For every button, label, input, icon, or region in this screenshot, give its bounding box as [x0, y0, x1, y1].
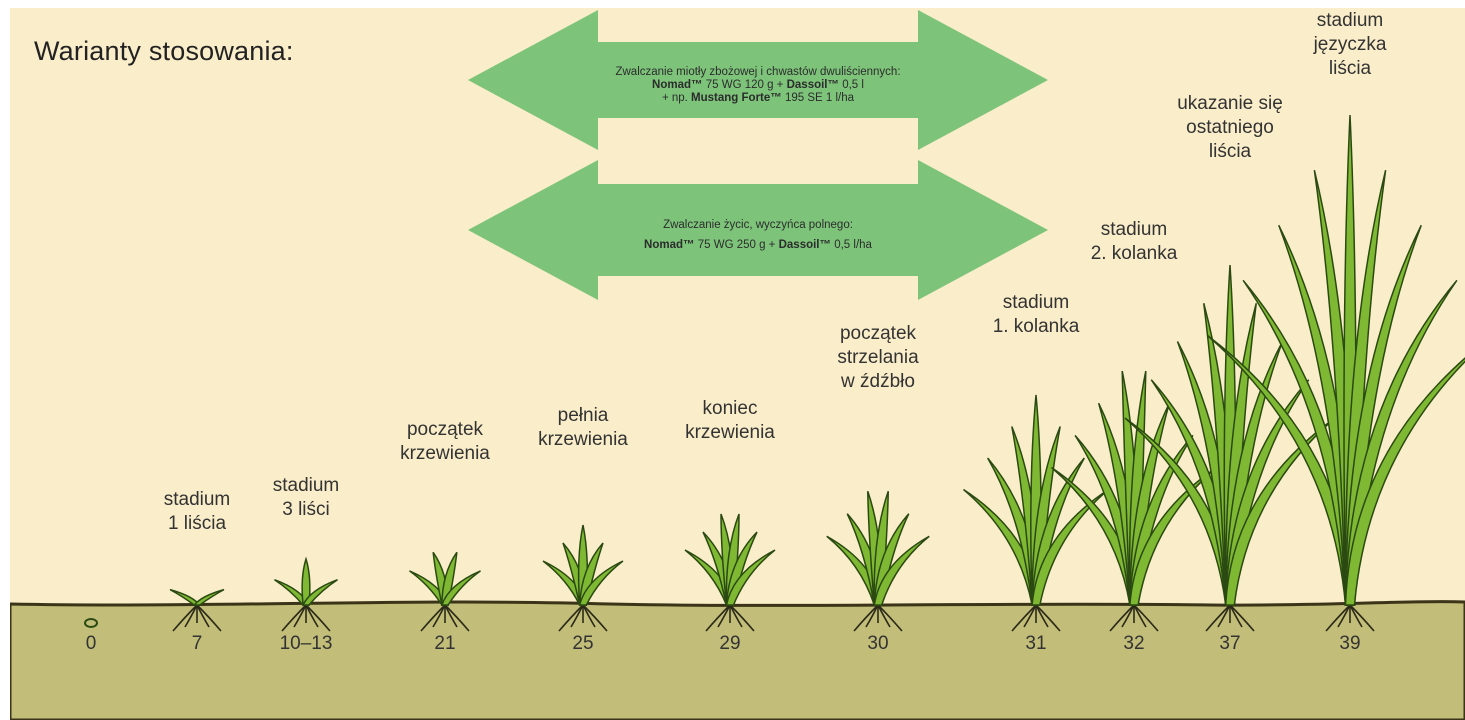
stage-label-line: 3 liści: [221, 498, 391, 522]
stage-code: 21: [405, 633, 485, 655]
stage-label-line: 2. kolanka: [1049, 242, 1219, 266]
stage-code: 0: [51, 633, 131, 655]
arrow-1-line-2: Nomad™ 75 WG 120 g + Dassoil™ 0,5 l: [558, 79, 958, 92]
stage-code: 10–13: [266, 633, 346, 655]
stage-code: 31: [996, 633, 1076, 655]
stage-label-line: liścia: [1265, 57, 1435, 81]
stage-label-line: liścia: [1145, 140, 1315, 164]
stage-label-line: stadium: [221, 474, 391, 498]
stage-code: 29: [690, 633, 770, 655]
stage-code: 30: [838, 633, 918, 655]
stage-label-line: koniec: [645, 397, 815, 421]
plant-icon: [964, 395, 1109, 631]
stage-code: 39: [1310, 633, 1390, 655]
stage-label-line: początek: [793, 322, 963, 346]
arrow-1-line-1: Zwalczanie miotły zbożowej i chwastów dw…: [558, 66, 958, 79]
page-title: Warianty stosowania:: [34, 36, 294, 67]
arrow-1-text: Zwalczanie miotły zbożowej i chwastów dw…: [558, 66, 958, 105]
plant-icon: [1208, 115, 1465, 631]
stage-label-line: pełnia: [498, 404, 668, 428]
stage-label-line: języczka: [1265, 33, 1435, 57]
stage-label-line: ostatniego: [1145, 116, 1315, 140]
stage-code: 25: [543, 633, 623, 655]
stage-label-line: 1. kolanka: [951, 315, 1121, 339]
application-arrow-2: Zwalczanie życic, wyczyńca polnego: Noma…: [468, 160, 1048, 300]
stage-label-line: krzewienia: [498, 428, 668, 452]
arrow-2-line-2: Nomad™ 75 WG 250 g + Dassoil™ 0,5 l/ha: [558, 235, 958, 255]
stage-code: 37: [1190, 633, 1270, 655]
stage-code: 7: [157, 633, 237, 655]
stage-label-line: ukazanie się: [1145, 92, 1315, 116]
stage-code: 32: [1094, 633, 1174, 655]
application-arrow-1: Zwalczanie miotły zbożowej i chwastów dw…: [468, 10, 1048, 150]
plant-icon: [1052, 371, 1217, 631]
arrow-2-line-1: Zwalczanie życic, wyczyńca polnego:: [558, 215, 958, 235]
stage-label-line: stadium: [1049, 218, 1219, 242]
stage-label-line: krzewienia: [645, 421, 815, 445]
growth-stage-diagram: Warianty stosowania: Zwalczanie miotły z…: [10, 8, 1465, 720]
stage-label-line: strzelania: [793, 346, 963, 370]
arrow-1-line-3: + np. Mustang Forte™ 195 SE 1 l/ha: [558, 92, 958, 105]
stage-label-line: stadium: [951, 291, 1121, 315]
stage-label-line: stadium: [1265, 9, 1435, 33]
stage-label-line: w źdźbło: [793, 370, 963, 394]
arrow-2-text: Zwalczanie życic, wyczyńca polnego: Noma…: [558, 215, 958, 255]
